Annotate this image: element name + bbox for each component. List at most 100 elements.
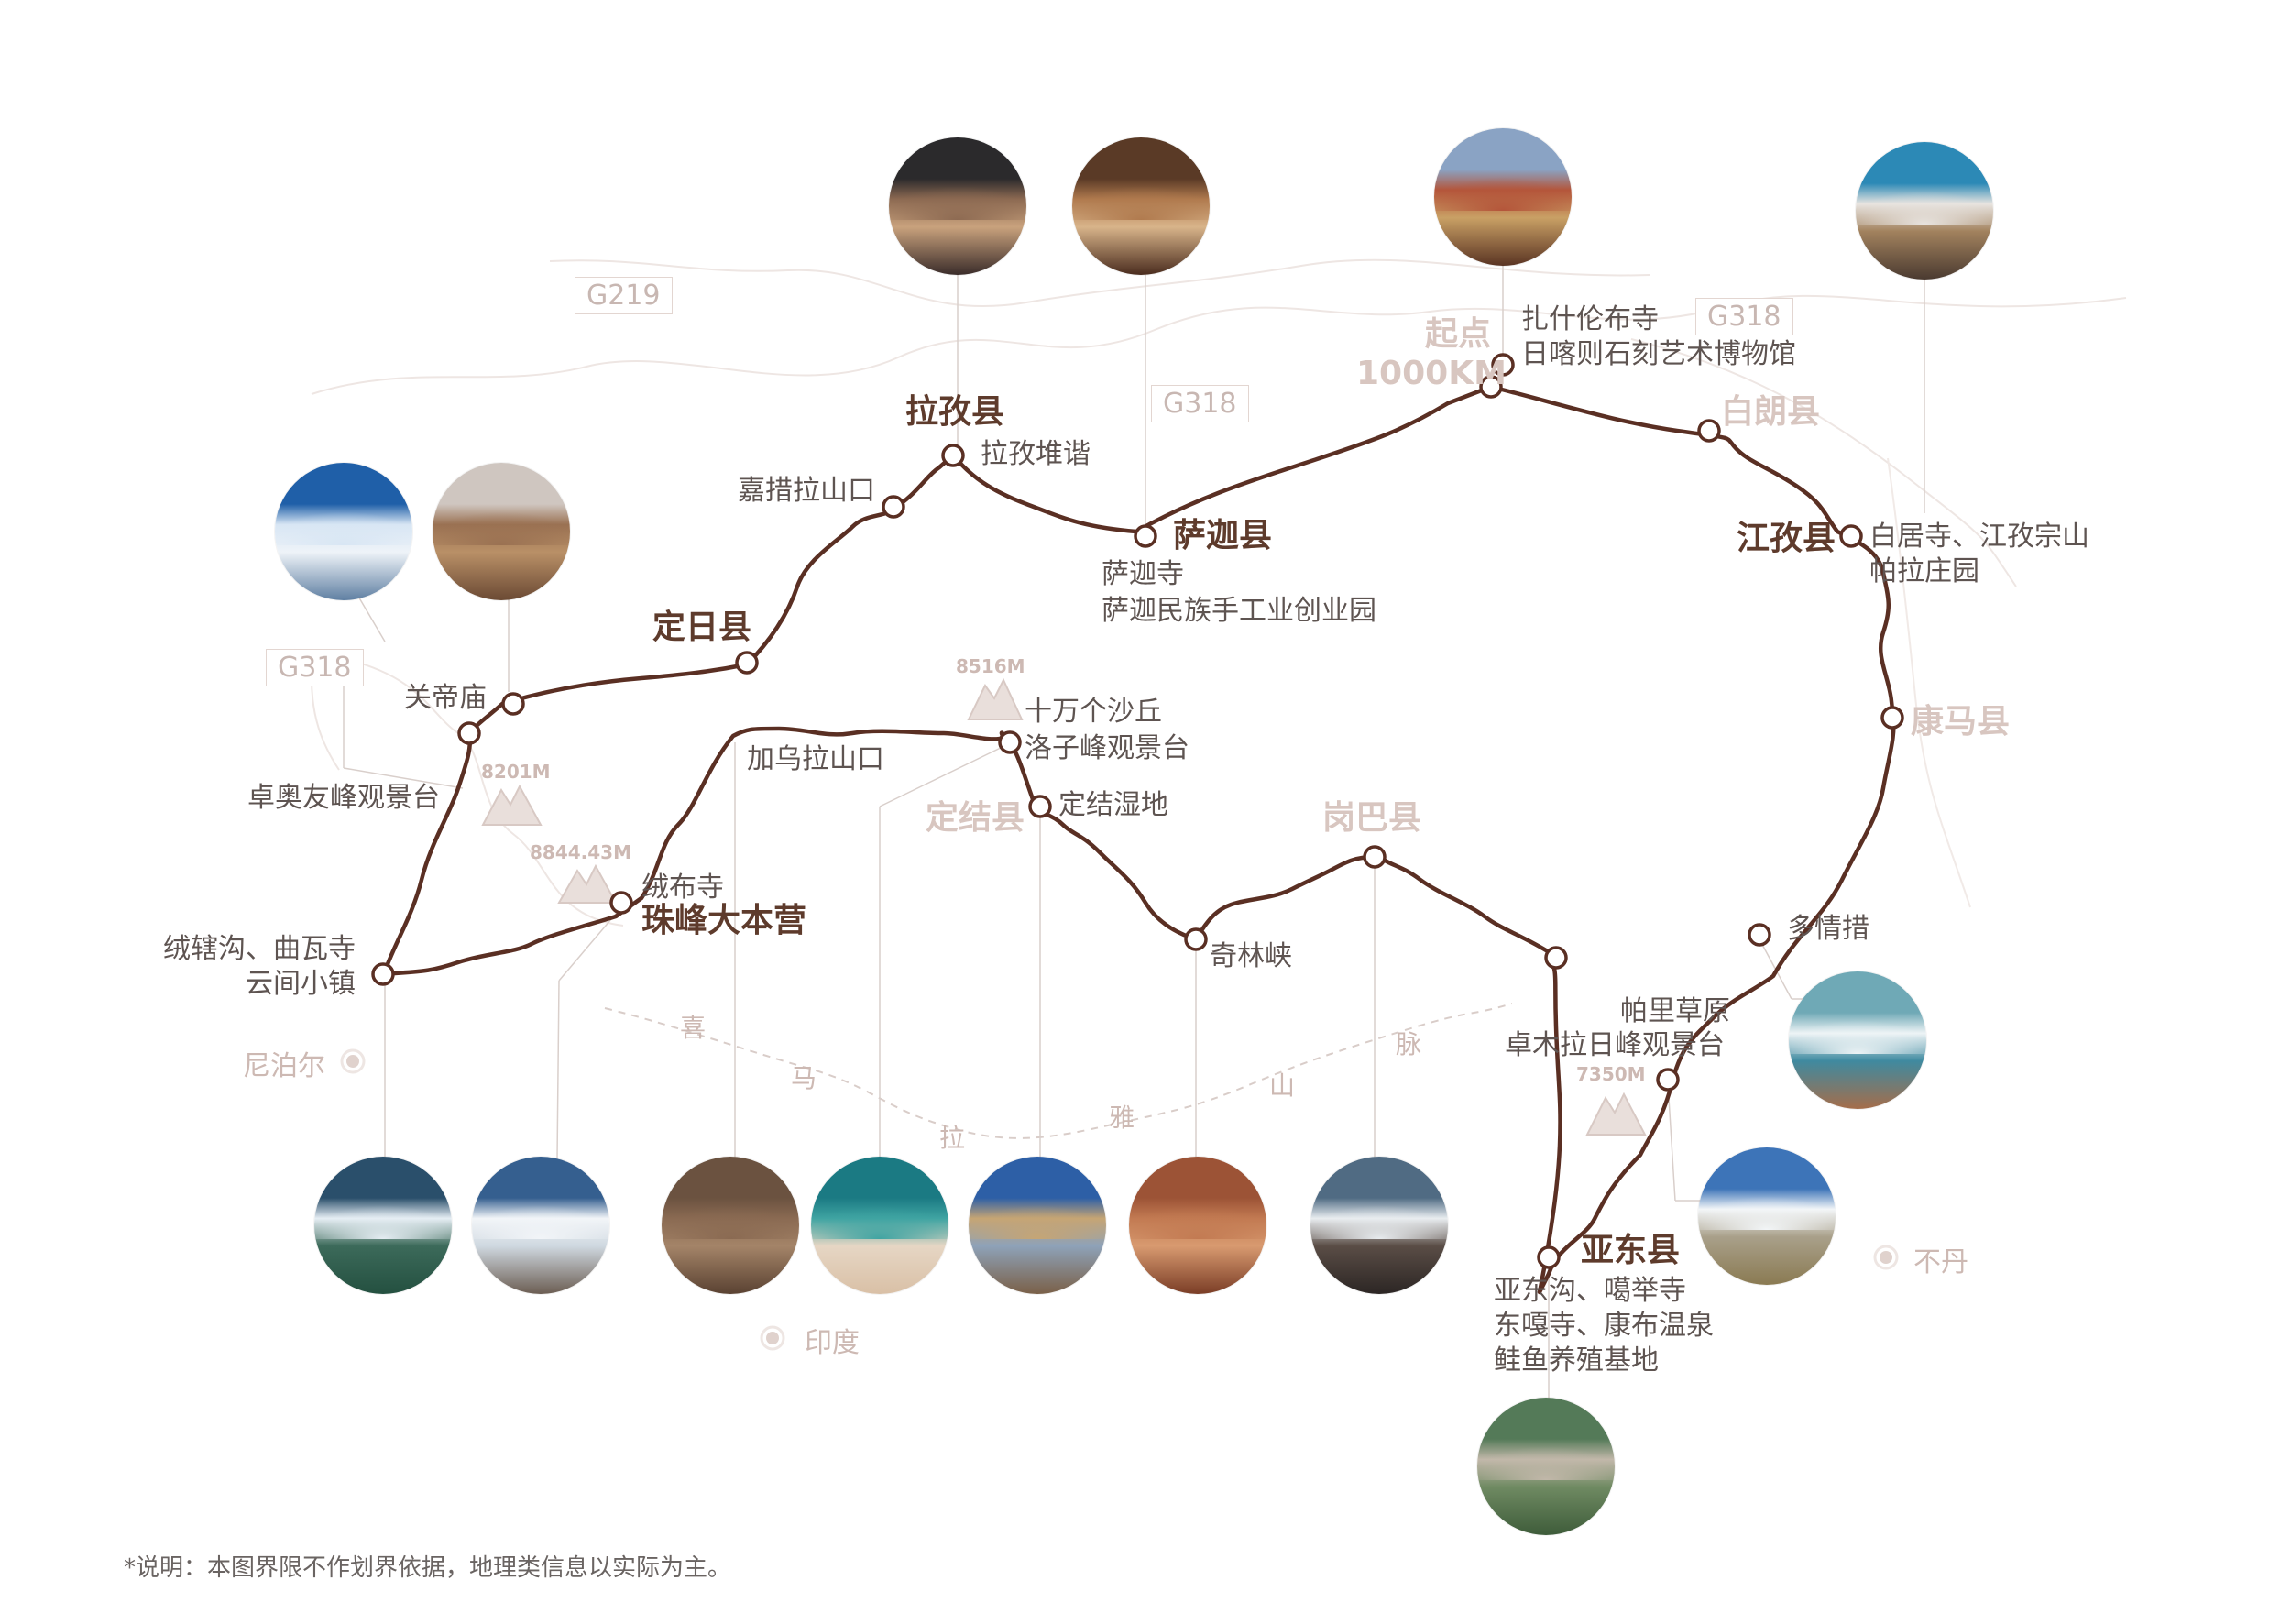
- route-stop: [1028, 795, 1052, 818]
- mountain-icon-chomolhari: [1585, 1092, 1647, 1136]
- county-gyangze: 江孜县: [1737, 520, 1836, 557]
- route-stop: [1544, 946, 1568, 970]
- leader-line: [343, 767, 464, 789]
- route-stop: [1363, 845, 1387, 869]
- everest-base-camp: 珠峰大本营: [641, 902, 807, 939]
- photo-dunes-lake: [811, 1157, 948, 1294]
- elevation-chomolhari: 7350M: [1576, 1063, 1646, 1085]
- photo-detail: [662, 1204, 799, 1239]
- route-stop: [735, 651, 759, 675]
- place-sakya-park: 萨迦民族手工业创业园: [1102, 595, 1376, 627]
- photo-detail: [1434, 176, 1572, 211]
- place-lhotse: 洛子峰观景台: [1025, 732, 1189, 764]
- place-duoqing: 多情措: [1787, 913, 1869, 945]
- photo-sakya-craft: [1072, 137, 1210, 275]
- place-rongxia-1: 绒辖沟、曲瓦寺: [163, 933, 356, 965]
- start-label: 起点: [1425, 315, 1492, 353]
- elevation-everest: 8844.43M: [530, 841, 631, 863]
- route-stop: [882, 495, 905, 519]
- place-pala: 帕拉庄园: [1869, 555, 1979, 587]
- photo-detail: [472, 1204, 609, 1239]
- road-sign-g318: G318: [1695, 298, 1793, 335]
- terrain-line: [311, 677, 340, 771]
- photo-tashilhunpo: [1434, 128, 1572, 266]
- place-yadong-1: 亚东沟、噶举寺: [1494, 1275, 1686, 1307]
- himalaya-range-line: [604, 1003, 1513, 1139]
- himalaya-char: 喜: [680, 1013, 707, 1043]
- place-tashilhunpo: 扎什伦布寺: [1521, 303, 1659, 335]
- photo-detail: [1789, 1019, 1926, 1054]
- photo-rongxia: [314, 1157, 452, 1294]
- route-stop: [1697, 419, 1721, 443]
- place-baiju: 白居寺、江孜宗山: [1869, 521, 2089, 553]
- elevation-lhotse: 8516M: [956, 655, 1025, 677]
- route-stop: [501, 692, 525, 716]
- photo-detail: [969, 1204, 1106, 1239]
- place-cho-oyu: 卓奥友峰观景台: [247, 782, 440, 814]
- terrain-line: [1887, 457, 1971, 908]
- place-stone-museum: 日喀则石刻艺术博物馆: [1521, 338, 1796, 370]
- route-stop: [1537, 1245, 1561, 1269]
- route-stop: [1491, 353, 1515, 377]
- route-stop: [609, 891, 633, 915]
- himalaya-char: 山: [1269, 1070, 1296, 1101]
- photo-detail: [314, 1204, 452, 1239]
- place-dingjie-wetland: 定结湿地: [1058, 789, 1168, 821]
- terrain-line: [347, 659, 624, 927]
- place-guandi: 关帝庙: [404, 682, 487, 714]
- country-bhutan: 不丹: [1913, 1246, 1968, 1278]
- route-stop: [1134, 524, 1157, 548]
- route-nodes: [371, 353, 1904, 1269]
- photo-gangba-peaks: [1310, 1157, 1448, 1294]
- mountain-icon-everest: [557, 863, 618, 904]
- photo-detail: [1856, 190, 1993, 225]
- county-dingjie: 定结县: [926, 799, 1025, 837]
- place-dunes: 十万个沙丘: [1025, 696, 1162, 728]
- road-sign-g219: G219: [575, 277, 673, 314]
- photo-zigzag-road: [662, 1157, 799, 1294]
- place-chomolhari: 卓木拉日峰观景台: [1505, 1029, 1725, 1061]
- photo-lazi-musician: [889, 137, 1026, 275]
- photo-detail: [1129, 1204, 1266, 1239]
- photo-detail: [889, 185, 1026, 220]
- photo-canyon: [1129, 1157, 1266, 1294]
- county-lazi: 拉孜县: [905, 393, 1005, 431]
- himalaya-char: 雅: [1109, 1103, 1135, 1133]
- country-nepal: 尼泊尔: [243, 1050, 325, 1082]
- place-pali: 帕里草原: [1620, 995, 1730, 1027]
- photo-guandi-temple: [433, 463, 570, 600]
- photo-detail: [275, 510, 412, 545]
- himalaya-char: 拉: [939, 1123, 966, 1153]
- photo-chomolhari: [1698, 1147, 1836, 1285]
- route-stop: [1748, 923, 1771, 947]
- mountain-icon-lhotse: [967, 677, 1024, 720]
- route-stop: [998, 730, 1022, 754]
- place-jiacuo-pass: 嘉措拉山口: [738, 475, 875, 507]
- county-bailang: 白朗县: [1721, 393, 1821, 431]
- leader-line: [1667, 1082, 1676, 1202]
- photo-detail: [1310, 1204, 1448, 1239]
- county-yadong: 亚东县: [1581, 1232, 1681, 1269]
- place-rongxia-2: 云间小镇: [246, 968, 356, 1000]
- place-sakya-temple: 萨迦寺: [1102, 558, 1184, 590]
- place-rongbuk: 绒布寺: [641, 872, 724, 904]
- photo-detail: [1072, 185, 1210, 220]
- himalaya-char: 脉: [1396, 1029, 1422, 1059]
- leader-line: [556, 980, 560, 1160]
- route-stop: [1184, 927, 1208, 951]
- disclaimer-note: *说明：本图界限不作划界依据，地理类信息以实际为主。: [124, 1554, 732, 1582]
- photo-detail: [1477, 1445, 1615, 1480]
- photo-everest: [472, 1157, 609, 1294]
- photo-duoqing-lake: [1789, 971, 1926, 1109]
- county-kangma: 康马县: [1911, 703, 2011, 741]
- country-india: 印度: [805, 1327, 860, 1359]
- elevation-cho-oyu: 8201M: [481, 761, 551, 783]
- leader-line: [879, 743, 1009, 807]
- himalaya-char: 马: [791, 1063, 817, 1093]
- photo-detail: [811, 1204, 948, 1239]
- route-stop: [941, 444, 965, 467]
- route-stop: [1839, 524, 1863, 548]
- county-gangba: 岗巴县: [1322, 799, 1422, 837]
